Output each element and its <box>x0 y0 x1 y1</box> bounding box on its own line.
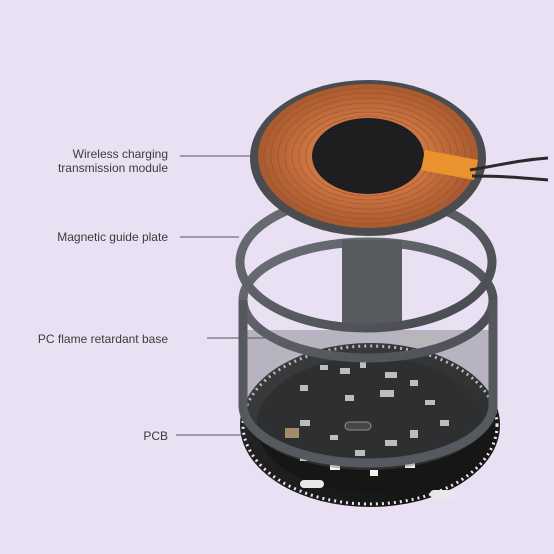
label-pcb-text: PCB <box>143 429 168 443</box>
label-wireless-line1: Wireless charging <box>72 147 168 161</box>
label-pc-flame-retardant-base: PC flame retardant base <box>38 332 168 346</box>
label-magnetic-guide-plate: Magnetic guide plate <box>57 230 168 244</box>
label-pcb: PCB <box>143 429 168 443</box>
wireless-coil-module <box>250 80 549 236</box>
pc-base <box>238 237 498 470</box>
label-wireless-charging-module: Wireless charging transmission module <box>58 147 168 175</box>
label-wireless-line2: transmission module <box>57 161 168 175</box>
label-pc-text: PC flame retardant base <box>37 332 168 346</box>
label-magnetic-text: Magnetic guide plate <box>57 230 168 244</box>
